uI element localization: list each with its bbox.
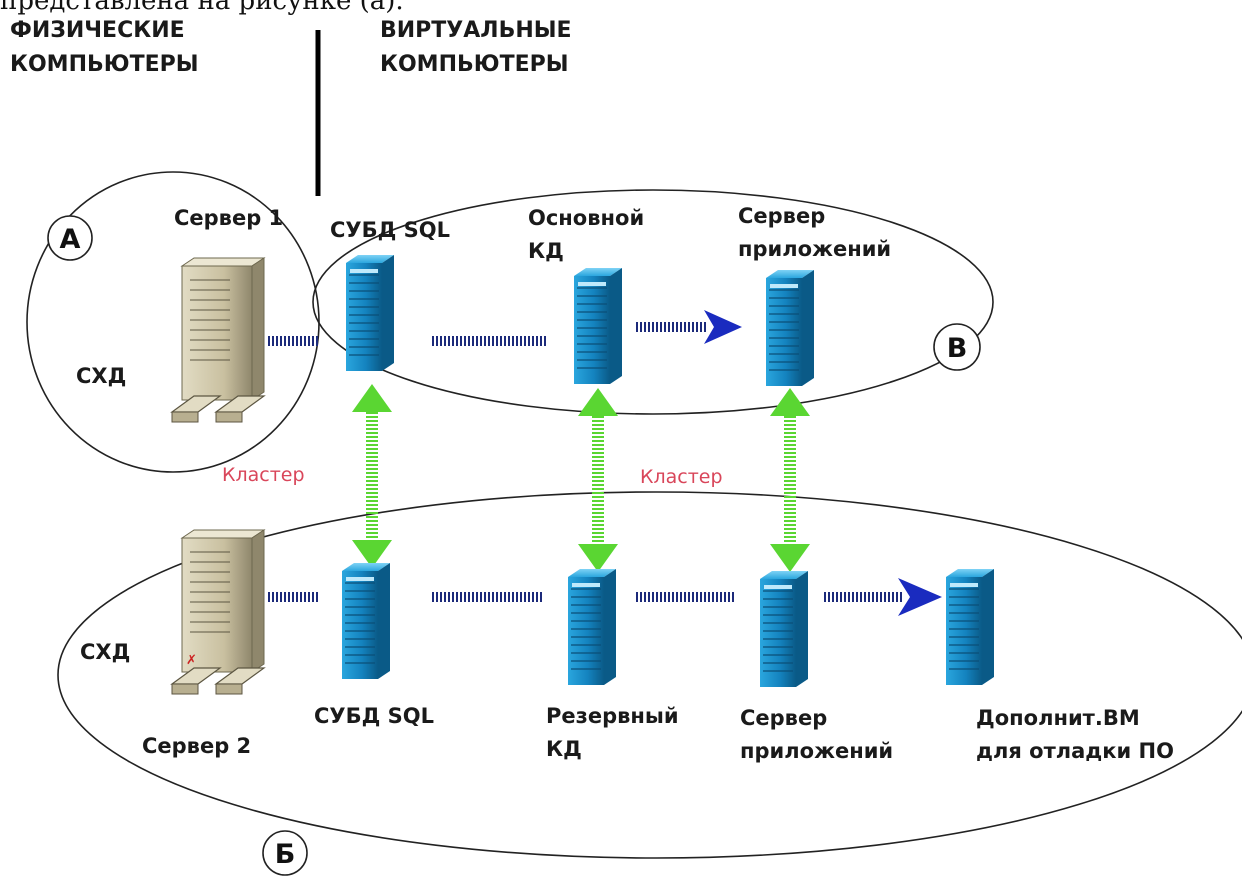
label-dbms-top: СУБД SQL [330,218,450,242]
label-dbms-bottom: СУБД SQL [314,704,434,728]
marker-b-letter: Б [275,839,296,870]
label-main-dc: Основной КД [528,202,644,268]
header-virtual-line-2: КОМПЬЮТЕРЫ [380,52,569,77]
label-backup-dc-line-2: КД [546,737,582,761]
arrow-main-dc-to-app [704,310,742,344]
link-main-dc-app [636,322,708,332]
label-extra-vm-line-2: для отладки ПО [976,739,1174,763]
cluster-arrow-dc [578,388,618,572]
header-virtual: ВИРТУАЛЬНЫЕ КОМПЬЮТЕРЫ [380,14,572,82]
marker-v: В [933,323,981,371]
label-main-dc-line-2: КД [528,239,564,263]
marker-b: Б [262,830,308,876]
cluster-arrow-app [770,388,810,572]
label-app-top: Сервер приложений [738,200,891,266]
header-physical-line-2: КОМПЬЮТЕРЫ [10,52,199,77]
label-app-top-line-1: Сервер [738,204,826,228]
label-app-bottom: Сервер приложений [740,702,893,768]
label-shd-top: СХД [76,364,127,388]
label-app-top-line-2: приложений [738,237,892,261]
link-dbms-main-dc [430,336,548,346]
link-backup-dc-app [636,592,736,602]
vm-dbms-bottom-icon [341,562,391,680]
label-extra-vm-line-1: Дополнит.ВМ [976,706,1140,730]
link-app-extra-vm [822,592,904,602]
cropped-caption-text: представлена на рисунке (а). [0,0,404,16]
group-v-ellipse [312,189,994,415]
link-server2-dbms [266,592,318,602]
group-b-ellipse [57,491,1242,859]
label-app-bottom-line-1: Сервер [740,706,828,730]
label-server-1: Сервер 1 [174,206,284,230]
marker-a-letter: А [60,224,81,255]
cluster-arrow-dbms [352,384,392,568]
label-backup-dc-line-1: Резервный [546,704,679,728]
server-2-fault-mark: ✗ [186,653,197,668]
label-shd-bottom: СХД [80,640,131,664]
physical-server-2-icon [171,529,265,695]
label-backup-dc: Резервный КД [546,700,679,766]
link-server1-dbms [268,336,318,346]
vm-main-dc-icon [573,267,623,385]
header-physical-line-1: ФИЗИЧЕСКИЕ [10,18,185,43]
label-main-dc-line-1: Основной [528,206,645,230]
marker-a: А [47,215,93,261]
physical-server-1-icon [171,257,265,423]
header-physical: ФИЗИЧЕСКИЕ КОМПЬЮТЕРЫ [10,14,199,82]
vm-app-top-icon [765,269,815,387]
vm-app-bottom-icon [759,570,809,688]
arrow-app-to-extra-vm [898,578,942,616]
label-cluster-left: Кластер [222,464,305,486]
label-app-bottom-line-2: приложений [740,739,894,763]
link-dbms-backup-dc [432,592,544,602]
label-cluster-right: Кластер [640,466,723,488]
vm-backup-dc-icon [567,568,617,686]
label-extra-vm: Дополнит.ВМ для отладки ПО [976,702,1174,768]
vm-dbms-top-icon [345,254,395,372]
vm-extra-icon [945,568,995,686]
header-virtual-line-1: ВИРТУАЛЬНЫЕ [380,18,572,43]
marker-v-letter: В [947,333,968,364]
label-server-2: Сервер 2 [142,734,252,758]
